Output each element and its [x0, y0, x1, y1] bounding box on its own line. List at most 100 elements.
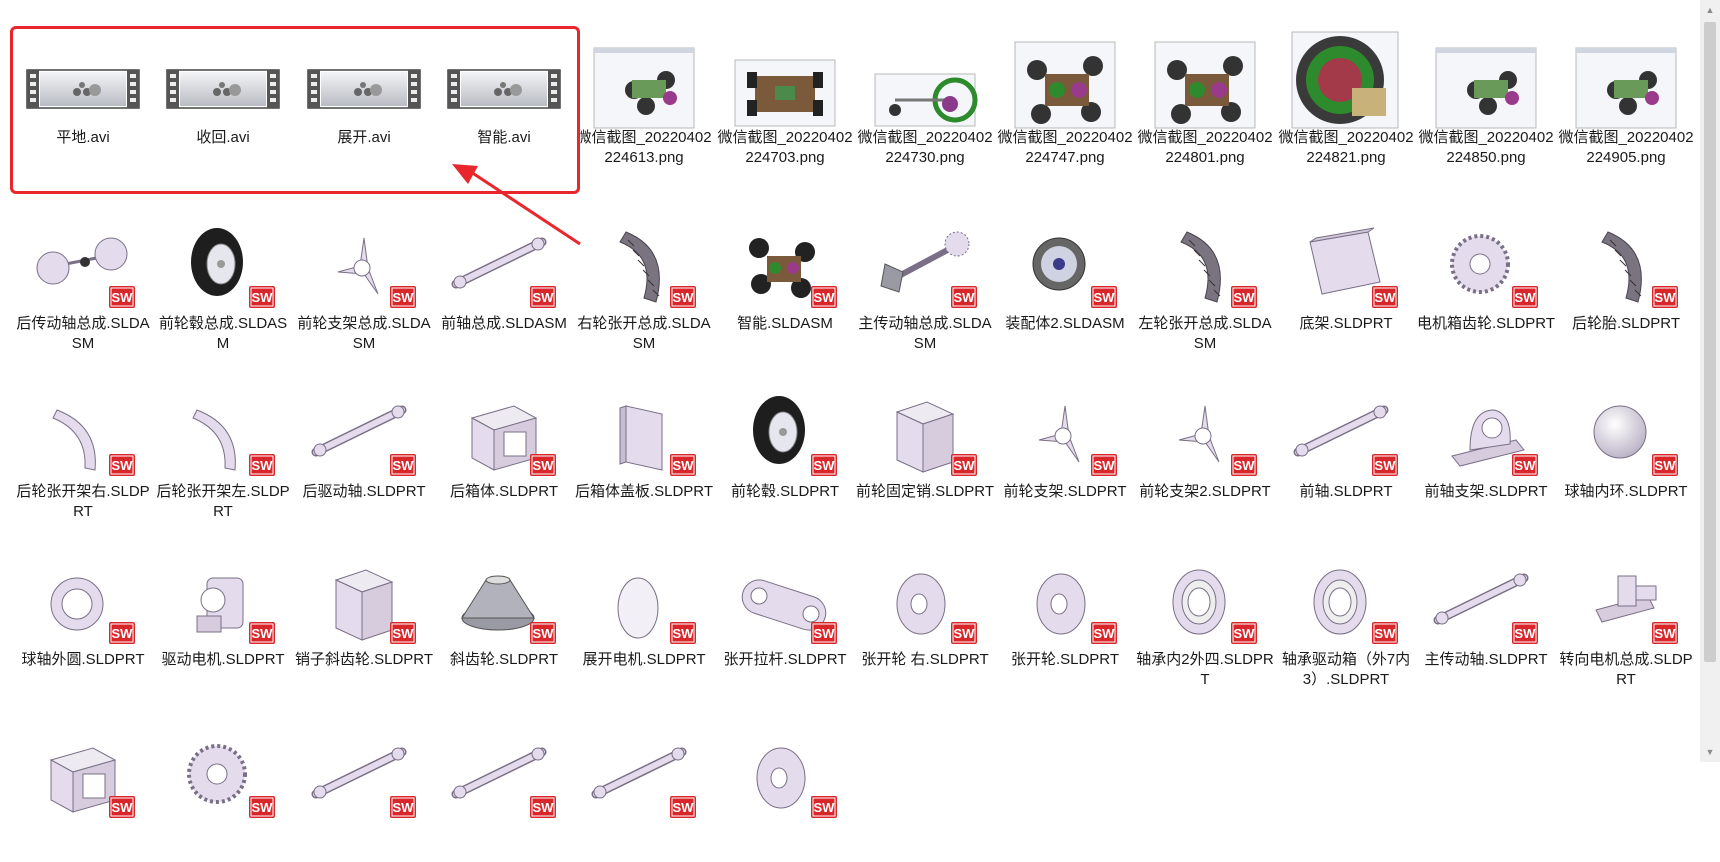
file-item[interactable]: SW [13, 712, 153, 862]
svg-text:SW: SW [1375, 458, 1397, 473]
robot-assembly-icon: SW [715, 202, 855, 312]
solidworks-badge-icon: SW [1372, 286, 1398, 308]
file-item[interactable]: SW 前轮支架总成.SLDASM [294, 202, 434, 352]
ring-icon: SW [13, 538, 153, 648]
file-item[interactable]: SW 后轮张开架左.SLDPRT [153, 370, 293, 520]
file-item[interactable]: SW 后箱体盖板.SLDPRT [574, 370, 714, 520]
file-item[interactable]: SW 后轮胎.SLDPRT [1556, 202, 1696, 352]
file-item[interactable]: SW 底架.SLDPRT [1276, 202, 1416, 352]
scroll-down-arrow-icon[interactable]: ▼ [1705, 747, 1715, 757]
video-file-icon [153, 18, 293, 128]
file-item[interactable]: SW 张开轮 右.SLDPRT [855, 538, 995, 688]
file-item[interactable]: 收回.avi [153, 18, 293, 168]
vertical-scrollbar[interactable]: ▲ ▼ [1700, 0, 1720, 762]
file-item[interactable]: SW 后传动轴总成.SLDASM [13, 202, 153, 352]
file-item[interactable]: 微信截图_20220402224801.png [1135, 18, 1275, 168]
solidworks-badge-icon: SW [811, 286, 837, 308]
shaft-icon: SW [1276, 370, 1416, 480]
file-item[interactable]: SW 轴承内2外四.SLDPRT [1135, 538, 1275, 688]
file-name-label: 装配体2.SLDASM [1005, 315, 1125, 332]
solidworks-badge-icon: SW [109, 796, 135, 818]
file-item[interactable]: 微信截图_20220402224747.png [995, 18, 1135, 168]
file-item[interactable]: SW [574, 712, 714, 862]
file-item[interactable]: SW 前轮毂.SLDPRT [715, 370, 855, 520]
solidworks-badge-icon: SW [530, 622, 556, 644]
motor-icon: SW [153, 538, 293, 648]
file-item[interactable]: SW 前轴.SLDPRT [1276, 370, 1416, 520]
file-item[interactable]: SW [434, 712, 574, 862]
file-item[interactable]: 微信截图_20220402224850.png [1416, 18, 1556, 168]
svg-text:SW: SW [393, 800, 415, 815]
file-item[interactable]: 微信截图_20220402224613.png [574, 18, 714, 168]
file-item[interactable]: 平地.avi [13, 18, 153, 168]
file-item[interactable]: SW 右轮张开总成.SLDASM [574, 202, 714, 352]
file-item[interactable]: SW 张开拉杆.SLDPRT [715, 538, 855, 688]
tire-icon: SW [153, 202, 293, 312]
file-item[interactable]: SW 主传动轴.SLDPRT [1416, 538, 1556, 688]
file-item[interactable]: SW 电机箱齿轮.SLDPRT [1416, 202, 1556, 352]
file-item[interactable]: SW 智能.SLDASM [715, 202, 855, 352]
file-item[interactable]: SW 前轮支架2.SLDPRT [1135, 370, 1275, 520]
shaft-icon: SW [1416, 538, 1556, 648]
svg-text:SW: SW [1234, 626, 1256, 641]
file-name-label: 右轮张开总成.SLDASM [577, 315, 711, 352]
disc-icon: SW [574, 538, 714, 648]
file-item[interactable]: 微信截图_20220402224703.png [715, 18, 855, 168]
file-item[interactable]: SW 轴承驱动箱（外7内3）.SLDPRT [1276, 538, 1416, 688]
file-item[interactable]: SW 球轴内环.SLDPRT [1556, 370, 1696, 520]
file-item[interactable]: SW 前轴总成.SLDASM [434, 202, 574, 352]
solidworks-badge-icon: SW [1091, 454, 1117, 476]
file-item[interactable]: 微信截图_20220402224821.png [1276, 18, 1416, 168]
file-item[interactable]: SW 展开电机.SLDPRT [574, 538, 714, 688]
file-item[interactable]: SW 前轴支架.SLDPRT [1416, 370, 1556, 520]
file-item[interactable]: SW [294, 712, 434, 862]
svg-text:SW: SW [1515, 458, 1537, 473]
file-item[interactable]: SW 后箱体.SLDPRT [434, 370, 574, 520]
svg-text:SW: SW [1094, 458, 1116, 473]
wheel-screenshot-thumbnail [1276, 18, 1416, 129]
solidworks-badge-icon: SW [530, 796, 556, 818]
file-item[interactable]: SW 转向电机总成.SLDPRT [1556, 538, 1696, 688]
svg-text:SW: SW [814, 626, 836, 641]
file-item[interactable]: SW [153, 712, 293, 862]
file-item[interactable]: SW 斜齿轮.SLDPRT [434, 538, 574, 688]
box-frame-icon: SW [13, 712, 153, 822]
file-item[interactable]: SW 前轮毂总成.SLDASM [153, 202, 293, 352]
file-name-label: 后箱体盖板.SLDPRT [574, 483, 714, 500]
solidworks-badge-icon: SW [390, 454, 416, 476]
file-item[interactable]: SW 销子斜齿轮.SLDPRT [294, 538, 434, 688]
file-item[interactable]: SW 前轮支架.SLDPRT [995, 370, 1135, 520]
file-item[interactable]: 微信截图_20220402224905.png [1556, 18, 1696, 168]
file-item[interactable]: 微信截图_20220402224730.png [855, 18, 995, 168]
file-item[interactable]: SW 前轮固定销.SLDPRT [855, 370, 995, 520]
curved-track-icon: SW [1135, 202, 1275, 312]
scroll-thumb[interactable] [1704, 22, 1716, 662]
tri-bracket-icon: SW [1135, 370, 1275, 480]
solidworks-badge-icon: SW [1372, 622, 1398, 644]
cad-screenshot-thumbnail [1556, 18, 1696, 129]
svg-text:SW: SW [1234, 458, 1256, 473]
svg-text:SW: SW [252, 290, 274, 305]
file-item[interactable]: SW 左轮张开总成.SLDASM [1135, 202, 1275, 352]
svg-text:SW: SW [252, 800, 274, 815]
file-item[interactable]: SW 球轴外圆.SLDPRT [13, 538, 153, 688]
shaft-icon: SW [434, 712, 574, 822]
file-name-label: 智能.SLDASM [737, 315, 833, 332]
file-item[interactable]: SW 张开轮.SLDPRT [995, 538, 1135, 688]
file-name-label: 微信截图_20220402224905.png [1558, 129, 1694, 166]
arc-arm-icon: SW [153, 370, 293, 480]
file-item[interactable]: SW [715, 712, 855, 862]
solidworks-badge-icon: SW [811, 622, 837, 644]
file-item[interactable]: 智能.avi [434, 18, 574, 168]
file-item[interactable]: SW 主传动轴总成.SLDASM [855, 202, 995, 352]
file-item[interactable]: SW 后驱动轴.SLDPRT [294, 370, 434, 520]
file-name-label: 微信截图_20220402224613.png [576, 129, 712, 166]
file-item[interactable]: SW 驱动电机.SLDPRT [153, 538, 293, 688]
cad-screenshot-thumbnail [574, 18, 714, 129]
file-item[interactable]: 展开.avi [294, 18, 434, 168]
solidworks-badge-icon: SW [1652, 286, 1678, 308]
scroll-up-arrow-icon[interactable]: ▲ [1705, 5, 1715, 15]
chassis-screenshot-thumbnail [715, 18, 855, 128]
file-item[interactable]: SW 装配体2.SLDASM [995, 202, 1135, 352]
file-item[interactable]: SW 后轮张开架右.SLDPRT [13, 370, 153, 520]
